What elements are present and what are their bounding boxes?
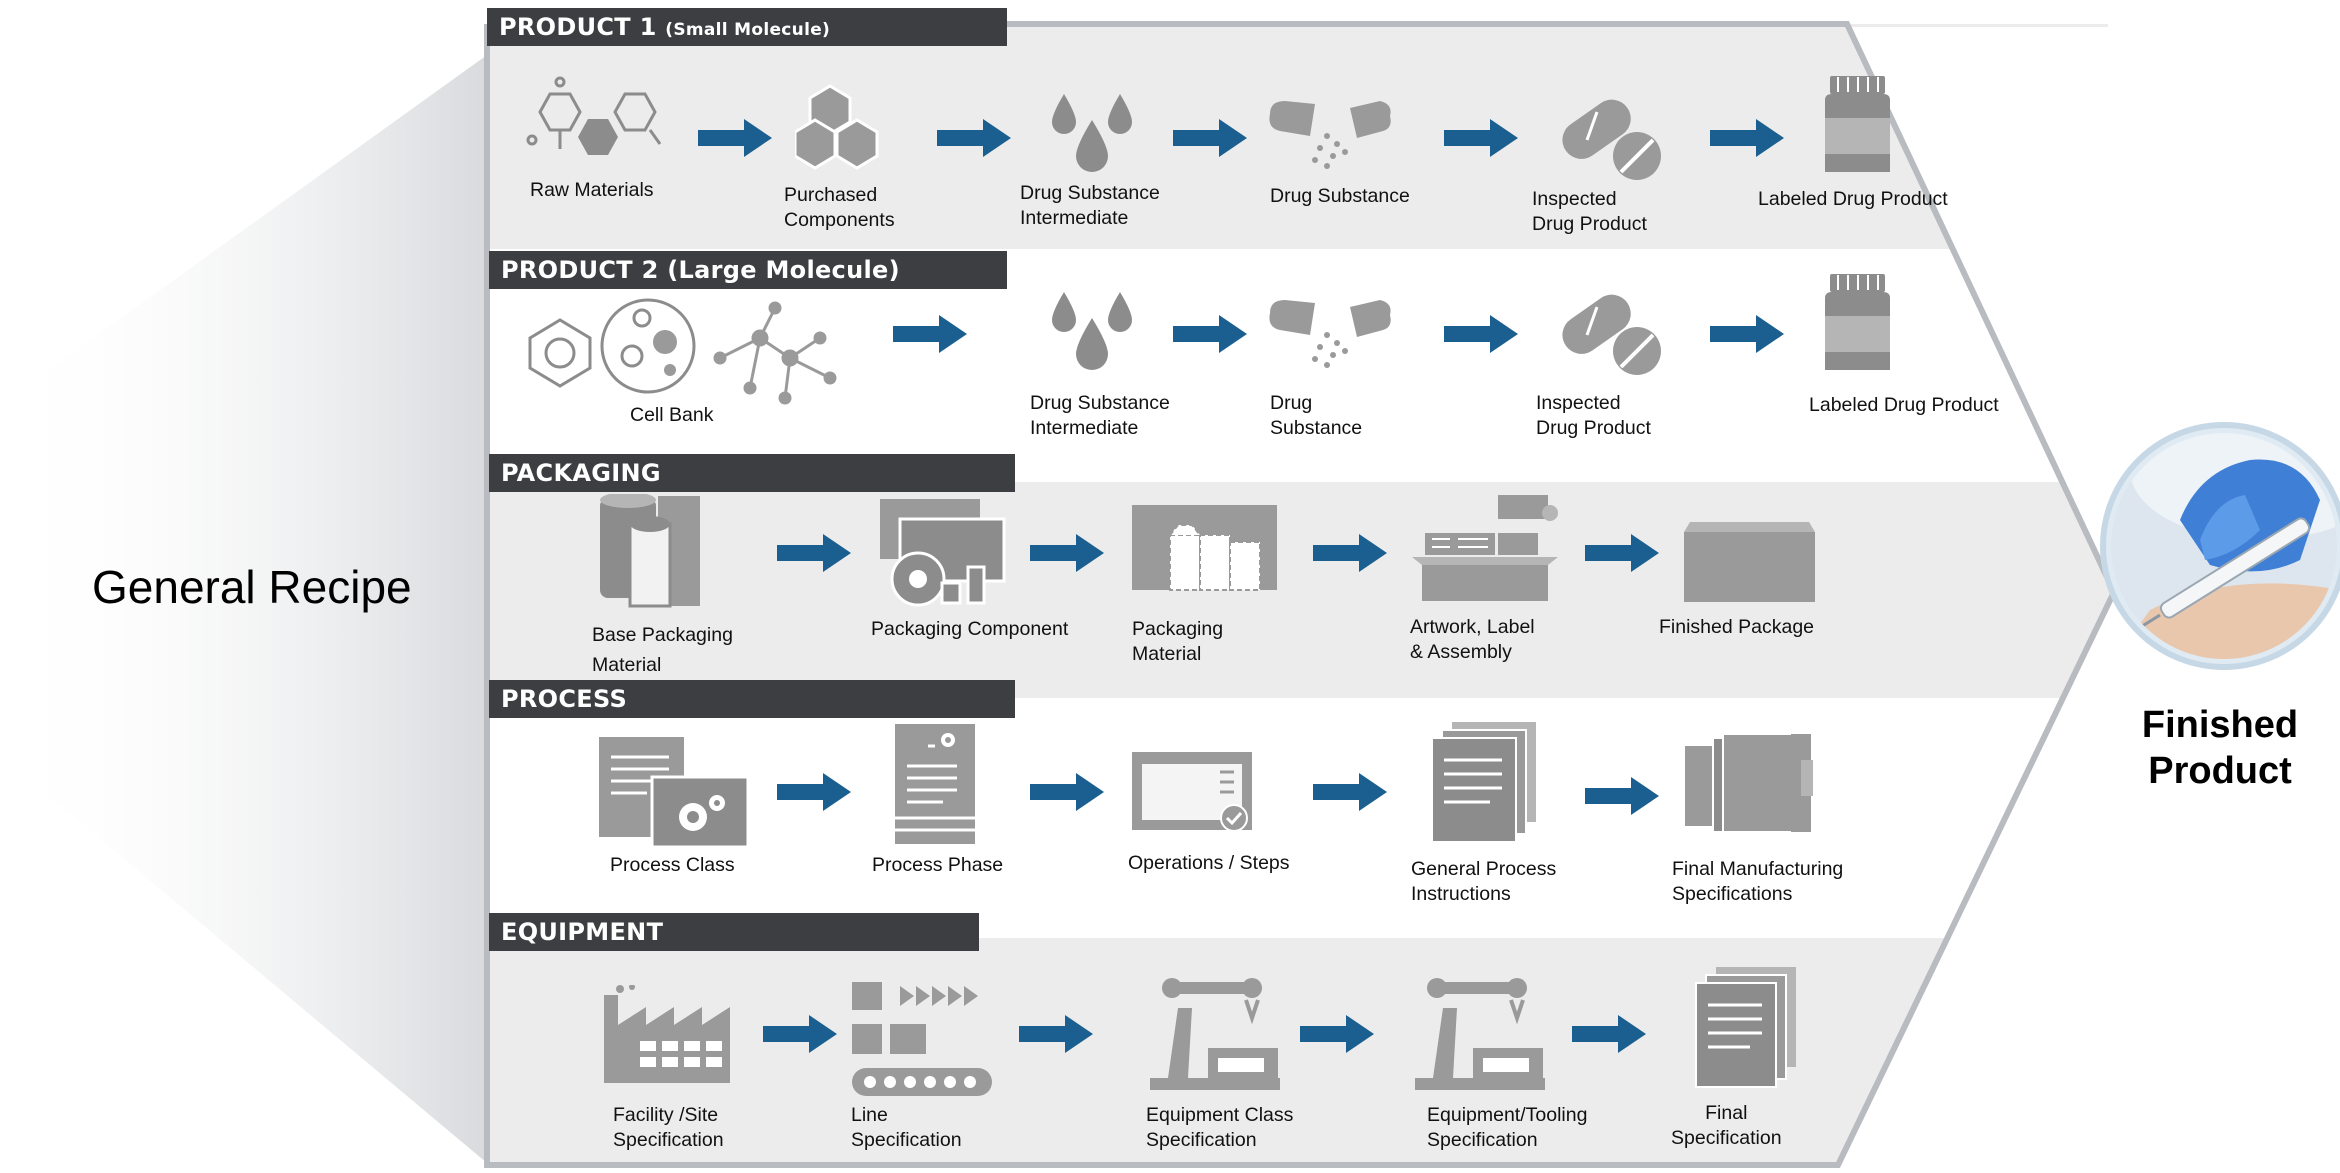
binder-icon [1685,733,1813,833]
step-label: Base Packaging Material [592,624,733,676]
step-label: Packaging Component [871,618,1069,640]
flow-arrow-icon [1444,119,1518,157]
section-header-packaging: PACKAGING [489,454,1015,492]
robot-arm-icon [1415,978,1545,1090]
documents-icon [1695,967,1796,1088]
flow-arrow-icon [1444,315,1518,353]
flow-arrow-icon [1030,773,1104,811]
checklist-icon [1132,752,1252,832]
flow-arrow-icon [1313,773,1387,811]
step-label: Purchased Components [784,184,895,231]
factory-icon [604,985,730,1083]
flow-arrow-icon [1710,315,1784,353]
flow-arrow-icon [777,773,851,811]
step-label: Inspected Drug Product [1532,188,1647,235]
flow-arrow-icon [1300,1015,1374,1053]
cells-icon [528,298,837,405]
flow-arrow-icon [777,534,851,572]
step-label: Packaging Material [1132,618,1224,665]
general-recipe-label: General Recipe [92,561,412,613]
recipe-fan-shading [0,55,487,1163]
doc-gear-small-icon [895,724,975,844]
capsule-open-icon [1269,101,1391,169]
box-template-icon [1132,505,1277,591]
droplets-icon [1052,292,1132,370]
droplets-icon [1052,94,1132,172]
flow-arrow-icon [1585,777,1659,815]
step-label: Facility /Site Specification [613,1104,724,1151]
section-title: PACKAGING [501,459,661,487]
step-label: Final Specification [1671,1102,1782,1149]
step-label: Finished Package [1659,616,1815,638]
section-subtitle: (Small Molecule) [665,20,831,40]
assembly-icon [1412,495,1558,601]
section-title: PRODUCT 2 (Large Molecule) [501,256,900,284]
section-header-equipment: EQUIPMENT [489,913,979,951]
flow-arrow-icon [1572,1015,1646,1053]
step-label: Equipment Class Specification [1146,1104,1294,1151]
flow-arrow-icon [698,119,772,157]
flow-arrow-icon [1019,1015,1093,1053]
robot-arm-icon [1150,978,1280,1090]
conveyor-icon [852,982,992,1096]
step-label: Drug Substance [1270,185,1410,207]
step-label: General Process Instructions [1411,858,1557,905]
step-label: Artwork, Label & Assembly [1410,616,1535,663]
flow-arrow-icon [1313,534,1387,572]
section-title: PROCESS [501,685,628,713]
step-label: Labeled Drug Product [1809,394,1999,416]
hexagon-cluster-icon [795,84,879,170]
finished-product-label: Finished Product [2141,704,2299,792]
bottle-icon [1825,76,1890,172]
pills-icon [1562,294,1661,375]
molecule-icon [526,76,662,155]
flow-arrow-icon [893,315,967,353]
step-label: Line Specification [851,1104,962,1151]
package-icon [1684,522,1815,602]
step-label: Cell Bank [630,404,714,426]
section-header-product-2: PRODUCT 2 (Large Molecule) [489,251,1007,289]
flow-arrow-icon [1030,534,1104,572]
doc-gear-icon [599,737,750,849]
section-title: PRODUCT 1 [499,13,657,41]
step-label: Inspected Drug Product [1536,392,1651,439]
step-label: Labeled Drug Product [1758,188,1948,210]
step-label: Operations / Steps [1128,852,1290,874]
step-label: Drug Substance Intermediate [1030,392,1170,439]
flow-arrow-icon [763,1015,837,1053]
flow-arrow-icon [1710,119,1784,157]
pills-icon [1562,99,1661,180]
bottle-icon [1825,274,1890,370]
flow-arrow-icon [1173,119,1247,157]
flow-arrow-icon [937,119,1011,157]
step-label: Process Phase [872,854,1004,876]
step-label: Final Manufacturing Specifications [1672,858,1844,905]
section-header-product-1: PRODUCT 1 (Small Molecule) [487,8,1007,46]
section-title: EQUIPMENT [501,918,664,946]
capsule-open-icon [1269,300,1391,368]
step-label: Process Class [610,854,735,876]
flow-arrow-icon [1173,315,1247,353]
components-icon [880,499,1006,607]
step-label: Drug Substance [1270,392,1363,439]
step-label: Equipment/Tooling Specification [1427,1104,1588,1151]
section-header-process: PROCESS [489,680,1015,718]
rolls-icon [600,494,700,608]
step-label: Drug Substance Intermediate [1020,182,1160,229]
documents-icon [1431,722,1536,843]
chevron-outline [484,21,2118,1168]
flow-arrow-icon [1585,534,1659,572]
step-label: Raw Materials [530,179,654,201]
